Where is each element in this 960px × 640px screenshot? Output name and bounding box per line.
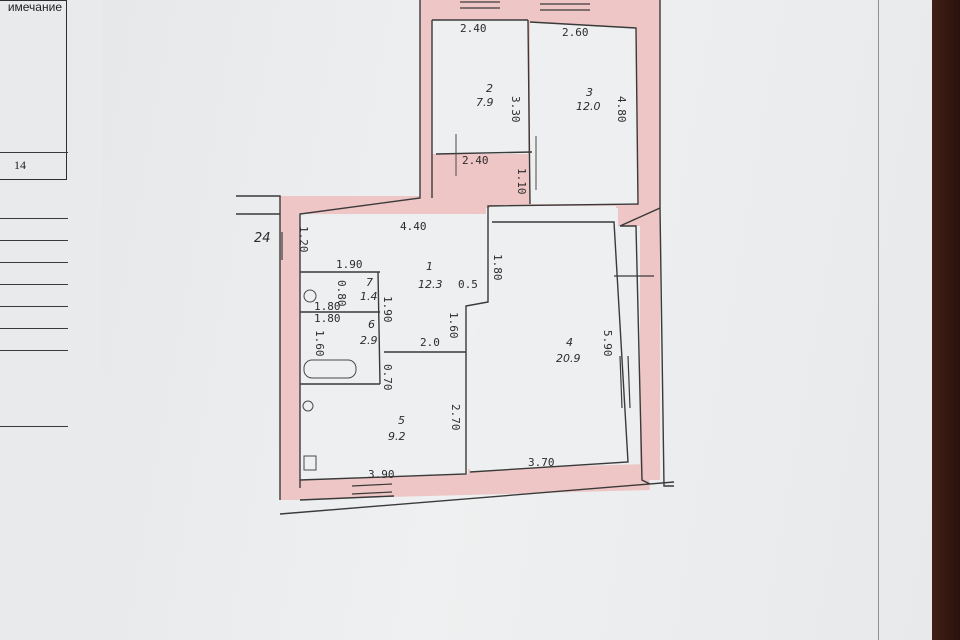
- dimension-label: 3.90: [368, 468, 395, 481]
- room-area: 12.0: [576, 100, 601, 113]
- plan-marker: 24: [254, 231, 271, 246]
- room-area: 20.9: [556, 352, 581, 365]
- left-page: имечание 14: [0, 0, 103, 640]
- sheet-frame-line: [878, 0, 879, 640]
- dimension-label: 2.40: [460, 22, 487, 35]
- dimension-label: 4.80: [615, 96, 628, 123]
- room-number: 6: [368, 318, 375, 331]
- room-interiors: [300, 20, 638, 480]
- dimension-label: 3.30: [509, 96, 522, 123]
- dimension-label: 1.90: [336, 258, 363, 271]
- window-marks: [281, 1, 654, 495]
- dimension-label: 5.90: [601, 330, 614, 357]
- dimension-label: 2.60: [562, 26, 589, 39]
- dimension-label: 1.80: [314, 300, 341, 313]
- dimension-label: 2.40: [462, 154, 489, 167]
- dimension-label: 1.10: [515, 168, 528, 195]
- room-number: 7: [366, 276, 373, 289]
- dimension-label: 1.90: [381, 296, 394, 323]
- ruled-line: [0, 284, 68, 285]
- dimension-label: 0.80: [335, 280, 348, 307]
- dimension-label: 2.70: [449, 404, 462, 431]
- dimension-label: 0.5: [458, 278, 478, 291]
- dimension-label: 1.20: [297, 226, 310, 253]
- room-number: 3: [586, 86, 593, 99]
- dimension-label: 0.70: [381, 364, 394, 391]
- ruled-line: [0, 328, 68, 329]
- page-number: 14: [14, 158, 26, 172]
- room-number: 4: [566, 336, 573, 349]
- dimension-label: 1.60: [313, 330, 326, 357]
- room-number: 1: [426, 260, 433, 273]
- notes-column-title: имечание: [7, 0, 62, 14]
- notes-column-box: [0, 0, 67, 180]
- room-area: 2.9: [360, 334, 378, 347]
- dimension-label: 4.40: [400, 220, 427, 233]
- room-area: 1.4: [360, 290, 378, 303]
- ruled-line: [0, 350, 68, 351]
- ruled-line: [0, 240, 68, 241]
- room-area: 7.9: [476, 96, 494, 109]
- ruled-line: [0, 306, 68, 307]
- room-number: 2: [486, 82, 493, 95]
- ruled-line: [0, 262, 68, 263]
- notes-divider: [0, 152, 68, 153]
- dimension-label: 2.0: [420, 336, 440, 349]
- wall-lines: [236, 0, 675, 515]
- ruled-line: [0, 426, 68, 427]
- room-area: 9.2: [388, 430, 406, 443]
- room-number: 5: [398, 414, 405, 427]
- dimension-label: 1.60: [447, 312, 460, 339]
- room-area: 12.3: [418, 278, 443, 291]
- dimension-label: 1.80: [491, 254, 504, 281]
- dimension-label: 3.70: [528, 456, 555, 469]
- dimension-label: 1.80: [314, 312, 341, 325]
- plumbing-fixtures: [302, 134, 537, 471]
- ruled-line: [0, 218, 68, 219]
